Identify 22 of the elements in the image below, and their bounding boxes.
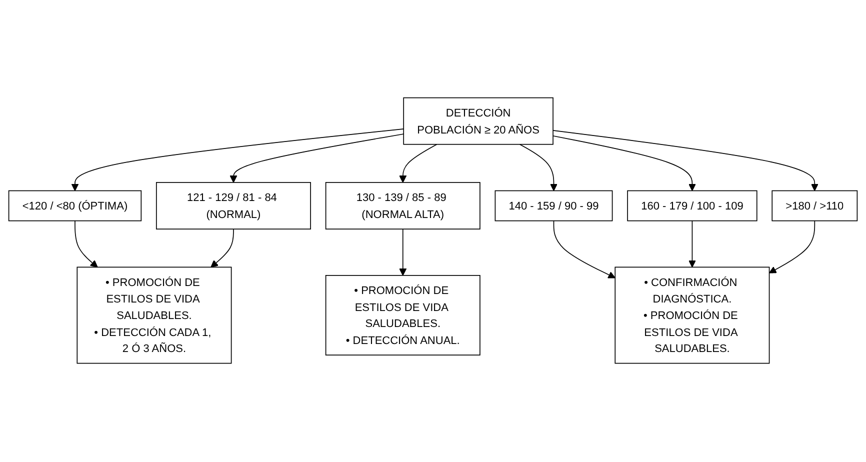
- node-box: • PROMOCIÓN DE ESTILOS DE VIDA SALUDABLES. • DETECCIÓN ANUAL.: [325, 275, 480, 356]
- arrow: [74, 220, 98, 268]
- arrow: [553, 220, 616, 279]
- node-box: • CONFIRMACIÓN DIAGNÓSTICA. • PROMOCIÓN DE ESTILOS DE VIDA SALUDABLES.: [614, 267, 770, 364]
- node-box: >180 / >110: [772, 190, 858, 222]
- arrow: [399, 229, 407, 276]
- node-box: • PROMOCIÓN DE ESTILOS DE VIDA SALUDABLES. • DETECCIÓN CADA 1, 2 Ó 3 AÑOS.: [76, 267, 232, 364]
- arrow: [519, 144, 558, 192]
- arrow: [552, 130, 818, 192]
- arrow: [210, 229, 234, 268]
- arrow: [768, 220, 816, 274]
- arrow: [399, 144, 438, 184]
- node-box: <120 / <80 (ÓPTIMA): [8, 190, 142, 222]
- arrow: [552, 136, 696, 192]
- node-box: 121 - 129 / 81 - 84 (NORMAL): [156, 182, 311, 230]
- arrow: [71, 128, 404, 192]
- node-box: DETECCIÓN POBLACIÓN ≥ 20 AÑOS: [403, 98, 554, 146]
- node-box: 130 - 139 / 85 - 89 (NORMAL ALTA): [325, 182, 480, 230]
- arrow: [688, 220, 696, 268]
- node-box: 160 - 179 / 100 - 109: [627, 190, 758, 222]
- arrow: [230, 134, 404, 184]
- node-box: 140 - 159 / 90 - 99: [494, 190, 613, 222]
